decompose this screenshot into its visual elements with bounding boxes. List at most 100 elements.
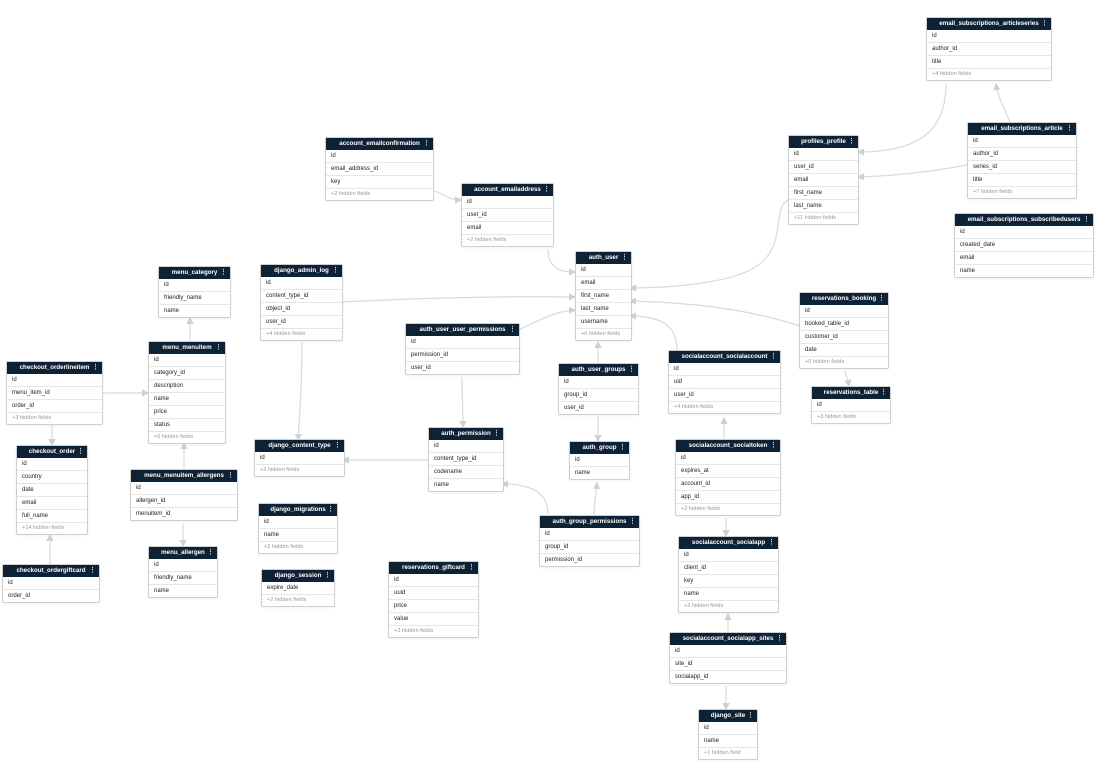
table-header[interactable]: checkout_orderlineitem⋮	[7, 362, 102, 374]
field-row[interactable]: date	[17, 483, 87, 496]
more-options-icon[interactable]: ⋮	[220, 269, 227, 276]
field-row[interactable]: id	[564, 379, 569, 385]
more-options-icon[interactable]: ⋮	[215, 344, 222, 351]
field-row[interactable]: name	[159, 304, 230, 317]
more-options-icon[interactable]: ⋮	[207, 549, 214, 556]
field-row[interactable]: id	[575, 457, 580, 463]
table-header[interactable]: django_admin_log⋮	[261, 265, 342, 277]
table-header[interactable]: auth_user_groups⋮	[559, 364, 638, 376]
more-options-icon[interactable]: ⋮	[332, 267, 339, 274]
field-row[interactable]: email	[17, 496, 87, 509]
field-row[interactable]: expires_at	[676, 464, 780, 477]
table-header[interactable]: menu_category⋮	[159, 267, 230, 279]
field-row[interactable]: customer_id	[800, 330, 888, 343]
field-row[interactable]: id	[264, 519, 269, 525]
field-row[interactable]: created_date	[955, 238, 1093, 251]
more-options-icon[interactable]: ⋮	[1083, 216, 1090, 223]
field-row[interactable]: country	[17, 470, 87, 483]
field-row[interactable]: name	[699, 734, 757, 747]
hidden-fields-toggle[interactable]: +4 hidden fields	[927, 68, 1051, 80]
field-row[interactable]: content_type_id	[261, 289, 342, 302]
more-options-icon[interactable]: ⋮	[629, 518, 636, 525]
table-header[interactable]: django_site⋮	[699, 710, 757, 722]
more-options-icon[interactable]: ⋮	[768, 539, 775, 546]
table-header[interactable]: email_subscriptions_subscribedusers⋮	[955, 214, 1093, 226]
field-row[interactable]: id	[805, 308, 810, 314]
table-header[interactable]: email_subscriptions_articleseries⋮	[927, 18, 1051, 30]
field-row[interactable]: friendly_name	[149, 571, 217, 584]
field-row[interactable]: value	[389, 612, 478, 625]
field-row[interactable]: id	[154, 562, 159, 568]
more-options-icon[interactable]: ⋮	[327, 506, 334, 513]
field-row[interactable]: codename	[429, 465, 503, 478]
field-row[interactable]: name	[149, 392, 225, 405]
field-row[interactable]: id	[411, 339, 416, 345]
field-row[interactable]: content_type_id	[429, 452, 503, 465]
table-header[interactable]: menu_allergen⋮	[149, 547, 217, 559]
more-options-icon[interactable]: ⋮	[1041, 20, 1048, 27]
more-options-icon[interactable]: ⋮	[509, 326, 516, 333]
field-row[interactable]: description	[149, 379, 225, 392]
table-header[interactable]: auth_group⋮	[570, 442, 629, 454]
more-options-icon[interactable]: ⋮	[878, 295, 885, 302]
field-row[interactable]: id	[545, 531, 550, 537]
hidden-fields-toggle[interactable]: +3 hidden fields	[812, 411, 890, 423]
field-row[interactable]: friendly_name	[159, 291, 230, 304]
table-header[interactable]: auth_user_user_permissions⋮	[406, 324, 519, 336]
field-row[interactable]: allergen_id	[131, 494, 237, 507]
field-row[interactable]: name	[955, 264, 1093, 277]
field-row[interactable]: id	[22, 461, 27, 467]
table-header[interactable]: socialaccount_socialtoken⋮	[676, 440, 780, 452]
hidden-fields-toggle[interactable]: +3 hidden fields	[389, 625, 478, 637]
field-row[interactable]: group_id	[559, 388, 638, 401]
hidden-fields-toggle[interactable]: +2 hidden fields	[262, 594, 334, 606]
field-row[interactable]: order_id	[7, 399, 102, 412]
table-header[interactable]: socialaccount_socialapp⋮	[679, 537, 778, 549]
field-row[interactable]: id	[960, 229, 965, 235]
field-row[interactable]: key	[679, 574, 778, 587]
field-row[interactable]: name	[429, 478, 503, 491]
field-row[interactable]: user_id	[261, 315, 342, 328]
field-row[interactable]: id	[8, 580, 13, 586]
more-options-icon[interactable]: ⋮	[227, 472, 234, 479]
table-header[interactable]: auth_permission⋮	[429, 428, 503, 440]
field-row[interactable]: id	[154, 357, 159, 363]
field-row[interactable]: id	[973, 138, 978, 144]
field-row[interactable]: email_address_id	[326, 162, 433, 175]
table-header[interactable]: reservations_table⋮	[812, 387, 890, 399]
field-row[interactable]: email	[462, 221, 553, 234]
hidden-fields-toggle[interactable]: +14 hidden fields	[17, 522, 87, 534]
field-row[interactable]: name	[679, 587, 778, 600]
field-row[interactable]: first_name	[576, 289, 631, 302]
field-row[interactable]: price	[389, 599, 478, 612]
field-row[interactable]: permission_id	[406, 348, 519, 361]
field-row[interactable]: booked_table_id	[800, 317, 888, 330]
more-options-icon[interactable]: ⋮	[77, 448, 84, 455]
field-row[interactable]: id	[331, 153, 336, 159]
hidden-fields-toggle[interactable]: +2 hidden fields	[326, 188, 433, 200]
more-options-icon[interactable]: ⋮	[1066, 125, 1073, 132]
hidden-fields-toggle[interactable]: +2 hidden fields	[255, 464, 344, 476]
field-row[interactable]: id	[817, 402, 822, 408]
field-row[interactable]: first_name	[789, 186, 858, 199]
table-header[interactable]: auth_group_permissions⋮	[540, 516, 639, 528]
field-row[interactable]: email	[576, 276, 631, 289]
field-row[interactable]: menuitem_id	[131, 507, 237, 520]
field-row[interactable]: id	[675, 648, 680, 654]
table-header[interactable]: auth_user⋮	[576, 252, 631, 264]
hidden-fields-toggle[interactable]: +6 hidden fields	[576, 328, 631, 340]
field-row[interactable]: user_id	[789, 160, 858, 173]
